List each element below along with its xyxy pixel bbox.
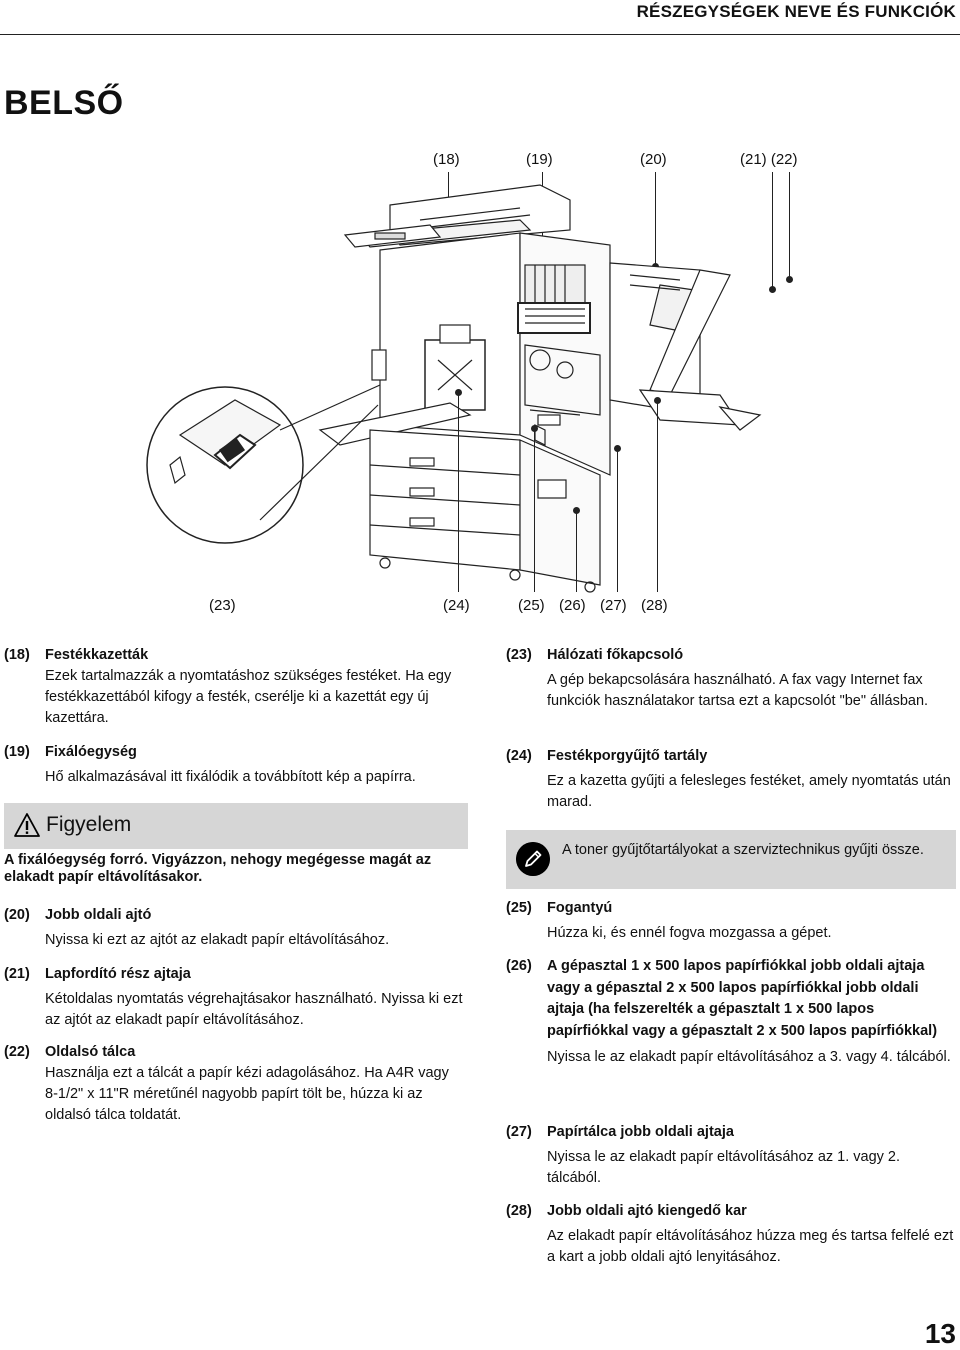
item-description: Nyissa le az elakadt papír eltávolításáh…: [547, 1149, 901, 1186]
item-description: Nyissa ki ezt az ajtót az elakadt papír …: [45, 932, 390, 948]
callout-21-22: (21) (22): [740, 151, 798, 168]
item-title: Fogantyú: [547, 900, 613, 916]
item-description: Ez a kazetta gyűjti a felesleges festéke…: [547, 773, 951, 810]
item-number: (22): [4, 1044, 30, 1060]
item-27: (27) Papírtálca jobb oldali ajtaja Nyiss…: [506, 1122, 956, 1189]
item-23: (23) Hálózati főkapcsoló A gép bekapcsol…: [506, 645, 956, 712]
item-number: (25): [506, 900, 532, 916]
item-description: Húzza ki, és ennél fogva mozgassa a gépe…: [547, 925, 832, 941]
item-number: (23): [506, 647, 532, 663]
item-title: Festékkazetták: [45, 647, 149, 663]
item-description: Használja ezt a tálcát a papír kézi adag…: [45, 1065, 449, 1123]
item-26: (26) A gépasztal 1 x 500 lapos papírfiók…: [506, 956, 956, 1069]
caution-title: Figyelem: [46, 813, 132, 836]
item-number: (26): [506, 958, 532, 974]
item-28: (28) Jobb oldali ajtó kiengedő kar Az el…: [506, 1201, 956, 1268]
paper-drawers: [369, 414, 601, 593]
warning-triangle-icon: [14, 813, 40, 837]
item-18: (18) Festékkazetták Ezek tartalmazzák a …: [4, 645, 464, 729]
item-title: Jobb oldali ajtó kiengedő kar: [547, 1203, 747, 1219]
item-number: (18): [4, 647, 30, 663]
item-number: (28): [506, 1203, 532, 1219]
item-description: Hő alkalmazásával itt fixálódik a tovább…: [45, 769, 416, 785]
leader-21: [769, 172, 776, 293]
leader-24: [455, 389, 462, 592]
callout-26: (26): [559, 597, 586, 614]
callout-20: (20): [640, 151, 667, 168]
leader-28: [654, 397, 661, 592]
operation-panel: [343, 224, 442, 248]
item-title: A gépasztal 1 x 500 lapos papírfiókkal j…: [547, 958, 938, 1040]
section-header: RÉSZEGYSÉGEK NEVE ÉS FUNKCIÓK: [636, 2, 956, 21]
item-title: Jobb oldali ajtó: [45, 907, 152, 923]
leader-25: [531, 425, 538, 592]
caution-text: A fixálóegység forró. Vigyázzon, nehogy …: [4, 852, 432, 885]
item-description: Kétoldalas nyomtatás végrehajtásakor has…: [45, 991, 463, 1028]
item-25: (25) Fogantyú Húzza ki, és ennél fogva m…: [506, 898, 956, 944]
item-24: (24) Festékporgyűjtő tartály Ez a kazett…: [506, 746, 956, 813]
page-title: BELSŐ: [4, 84, 124, 122]
caution-box: Figyelem: [4, 803, 468, 849]
callout-25: (25): [518, 597, 545, 614]
item-title: Hálózati főkapcsoló: [547, 647, 684, 663]
item-20: (20) Jobb oldali ajtó Nyissa ki ezt az a…: [4, 905, 464, 951]
main-power-switch-inset: [146, 384, 381, 544]
leader-26: [573, 507, 580, 592]
pencil-note-icon: [516, 842, 550, 876]
header-rule: [0, 34, 960, 35]
callout-28: (28): [641, 597, 668, 614]
item-title: Oldalsó tálca: [45, 1044, 136, 1060]
document-feeder: [358, 184, 571, 248]
page-number: 13: [924, 1318, 956, 1349]
copier-interior-illustration: [146, 184, 762, 593]
item-number: (27): [506, 1124, 532, 1140]
item-description: Ezek tartalmazzák a nyomtatáshoz szükség…: [45, 668, 452, 726]
leader-27: [614, 445, 621, 592]
item-number: (19): [4, 744, 30, 760]
item-number: (21): [4, 966, 30, 982]
callout-18: (18): [433, 151, 460, 168]
item-number: (20): [4, 907, 30, 923]
item-number: (24): [506, 748, 532, 764]
right-side-door: [529, 262, 762, 431]
leader-22: [786, 172, 793, 283]
item-title: Festékporgyűjtő tartály: [547, 748, 708, 764]
item-title: Papírtálca jobb oldali ajtaja: [547, 1124, 734, 1140]
item-19: (19) Fixálóegység Hő alkalmazásával itt …: [4, 742, 464, 788]
callout-27: (27): [600, 597, 627, 614]
callout-23: (23): [209, 597, 236, 614]
item-22: (22) Oldalsó tálca Használja ezt a tálcá…: [4, 1042, 464, 1126]
item-description: Az elakadt papír eltávolításához húzza m…: [547, 1228, 954, 1265]
callout-19: (19): [526, 151, 553, 168]
item-title: Lapfordító rész ajtaja: [45, 966, 191, 982]
note-text: A toner gyűjtőtartályokat a szerviztechn…: [562, 842, 924, 858]
item-title: Fixálóegység: [45, 744, 137, 760]
item-21: (21) Lapfordító rész ajtaja Kétoldalas n…: [4, 964, 464, 1031]
callout-24: (24): [443, 597, 470, 614]
note-box: A toner gyűjtőtartályokat a szerviztechn…: [506, 830, 956, 889]
item-description: Nyissa le az elakadt papír eltávolításáh…: [547, 1048, 951, 1065]
item-description: A gép bekapcsolására használható. A fax …: [547, 672, 929, 709]
